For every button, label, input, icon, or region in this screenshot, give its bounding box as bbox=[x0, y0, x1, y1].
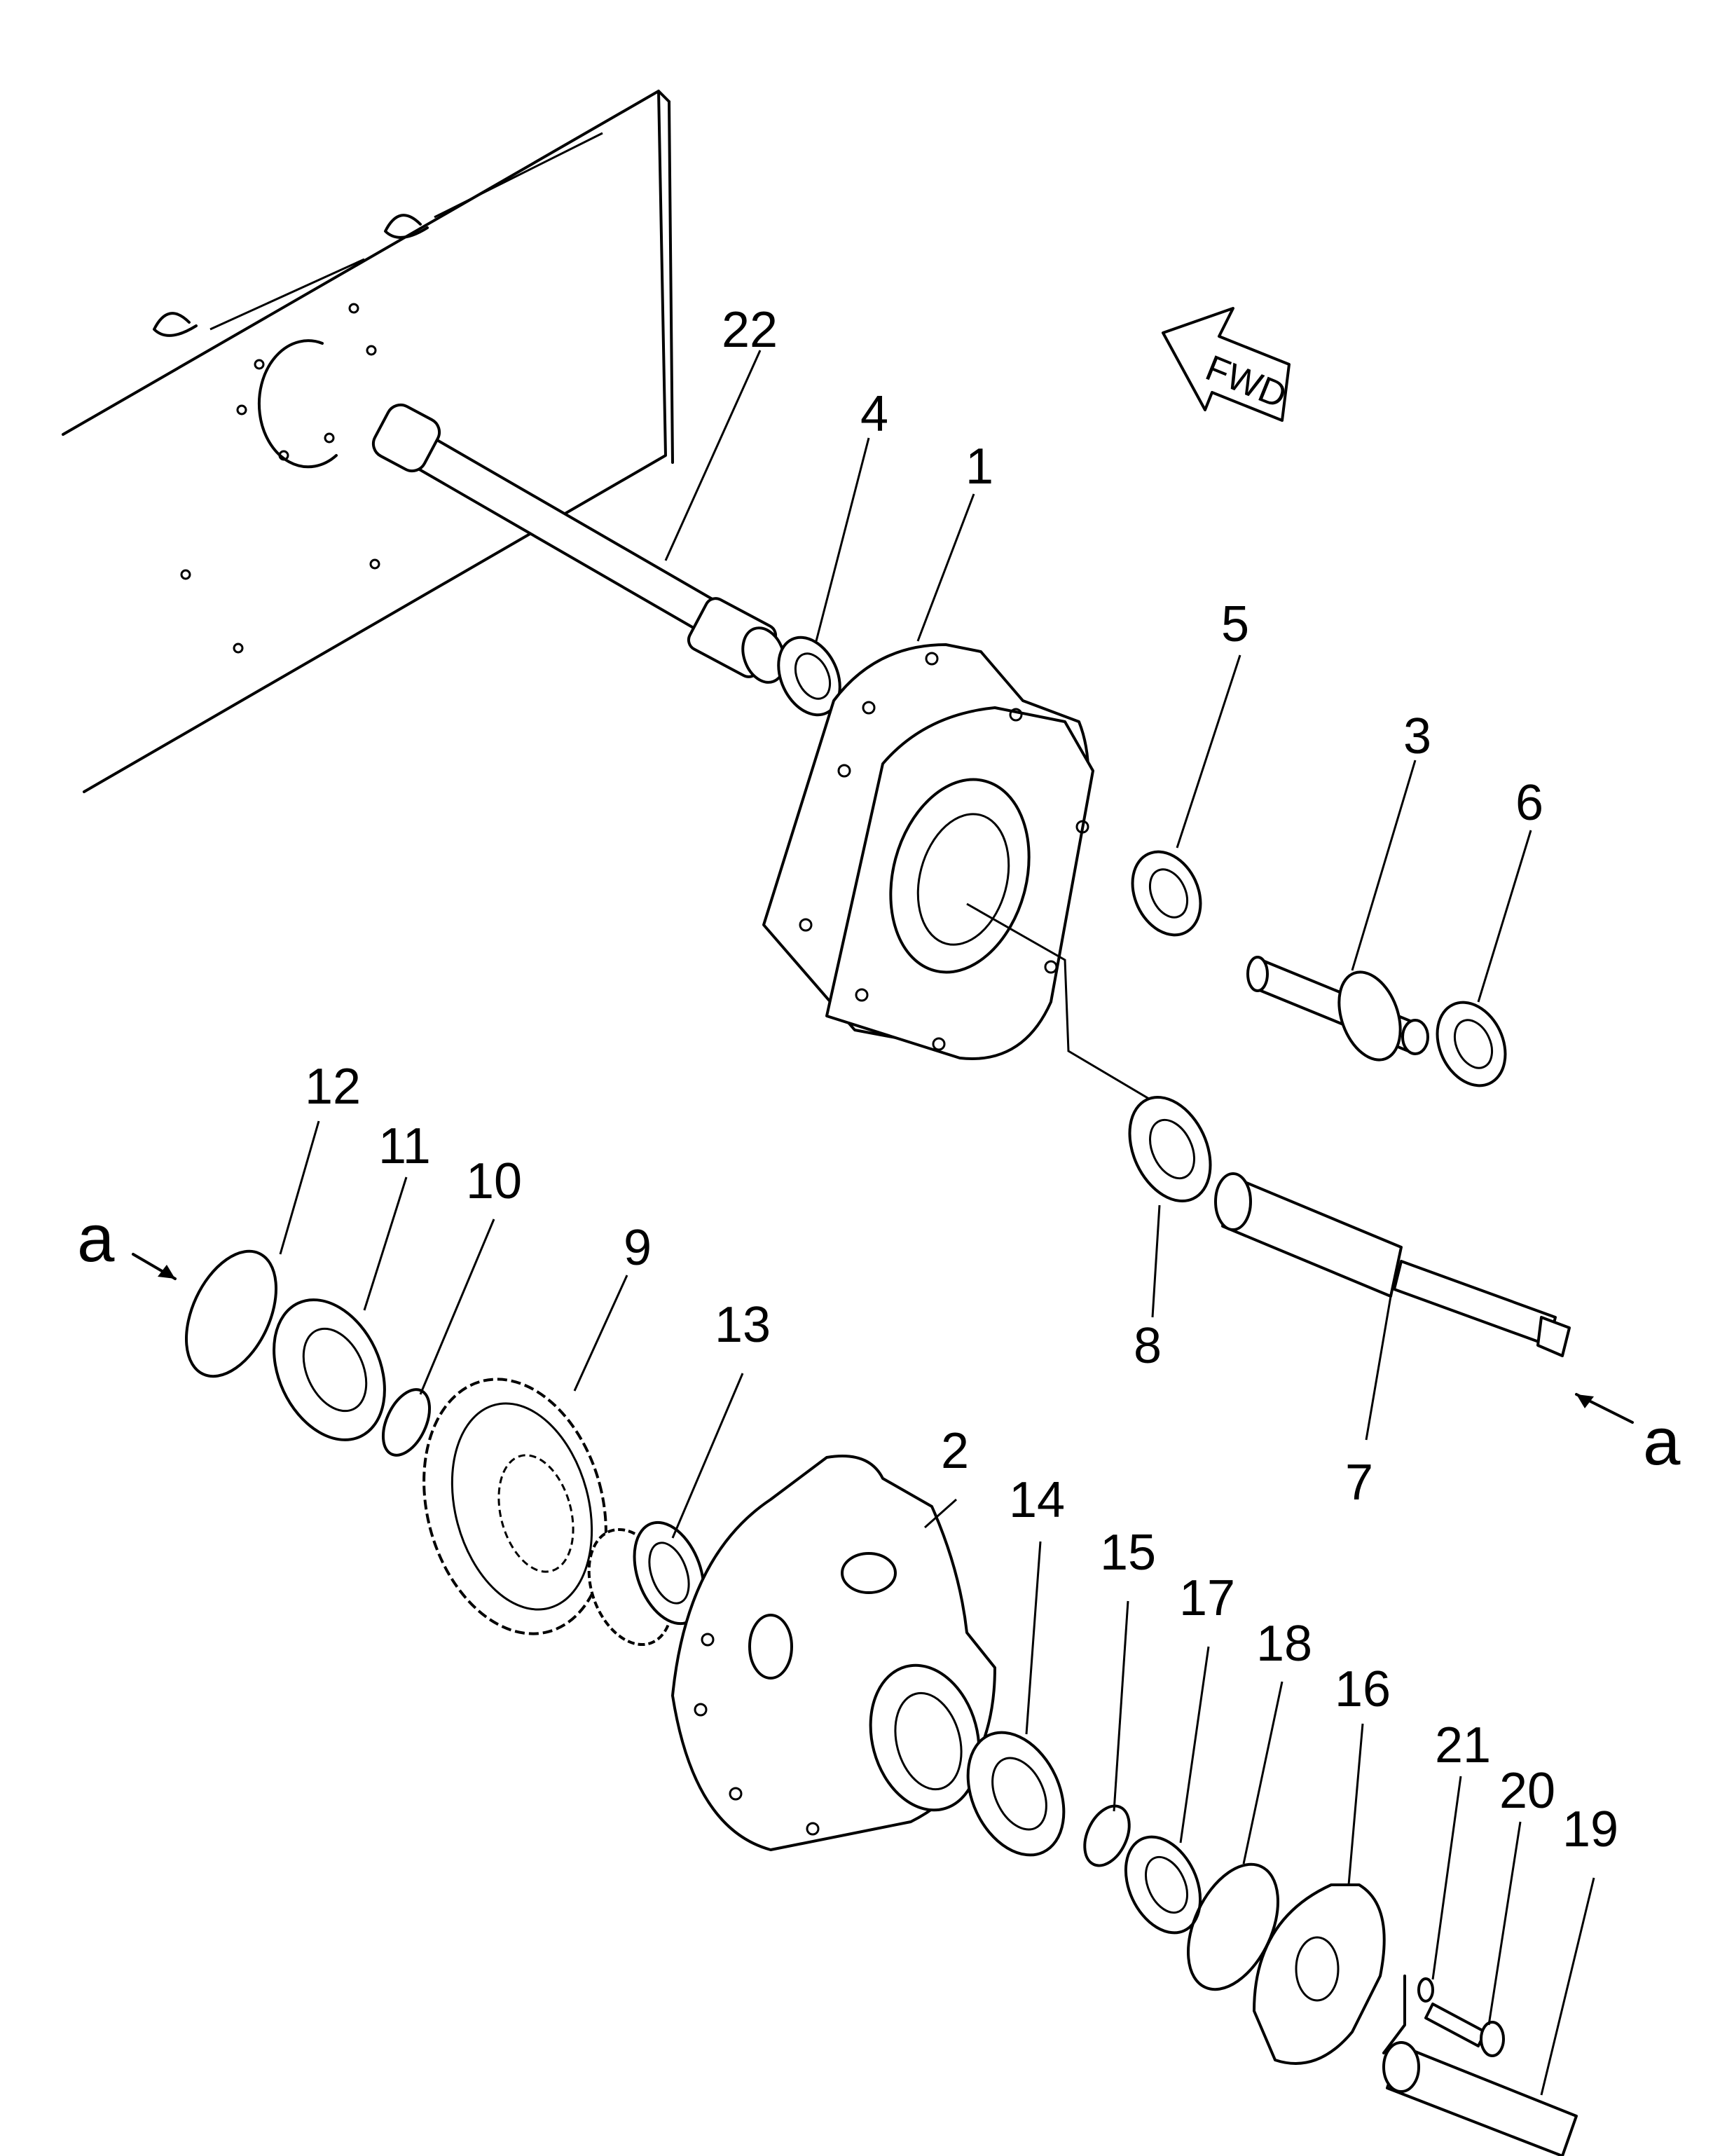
part-1-housing bbox=[762, 643, 1164, 1108]
callout-6: 6 bbox=[1515, 775, 1543, 831]
callout-20: 20 bbox=[1499, 1763, 1555, 1819]
fwd-arrow: FWD bbox=[1162, 307, 1292, 422]
part-7-output-shaft bbox=[1214, 1172, 1571, 1357]
part-15-snap-ring bbox=[1083, 1804, 1131, 1867]
callout-17: 17 bbox=[1179, 1570, 1235, 1626]
callout-21: 21 bbox=[1435, 1717, 1491, 1773]
callout-22: 22 bbox=[722, 302, 778, 358]
callout-8: 8 bbox=[1134, 1318, 1162, 1374]
callout-16: 16 bbox=[1335, 1661, 1391, 1717]
part-9-gear bbox=[422, 1378, 607, 1635]
callout-15: 15 bbox=[1100, 1525, 1156, 1581]
part-2-case bbox=[671, 1455, 996, 1851]
callout-18: 18 bbox=[1256, 1616, 1312, 1672]
callout-5: 5 bbox=[1221, 596, 1249, 652]
callout-13: 13 bbox=[715, 1297, 771, 1353]
part-5-bearing bbox=[1131, 850, 1202, 937]
part-17-seal bbox=[1124, 1835, 1202, 1935]
callout-1: 1 bbox=[965, 439, 993, 495]
callout-10: 10 bbox=[466, 1153, 522, 1209]
section-marker-left: a bbox=[77, 1201, 177, 1280]
part-6-bearing bbox=[1436, 1001, 1507, 1087]
callout-14: 14 bbox=[1009, 1472, 1065, 1528]
part-22-shaft bbox=[371, 403, 786, 684]
part-4-bearing bbox=[777, 636, 841, 717]
part-8-bearing bbox=[1128, 1095, 1212, 1203]
part-21-washer bbox=[1417, 1977, 1434, 2003]
part-14-bearing bbox=[966, 1731, 1066, 1857]
callout-4: 4 bbox=[860, 386, 888, 442]
section-marker-label: a bbox=[77, 1201, 115, 1276]
section-marker-label: a bbox=[1643, 1404, 1681, 1479]
part-20-bolt bbox=[1424, 2003, 1505, 2057]
callout-11: 11 bbox=[378, 1118, 431, 1174]
callout-2: 2 bbox=[941, 1423, 969, 1479]
callout-9: 9 bbox=[624, 1220, 652, 1276]
section-marker-right: a bbox=[1575, 1393, 1681, 1479]
callout-labels: 1 2 3 4 5 6 7 8 9 10 11 12 13 14 15 16 1… bbox=[305, 302, 1618, 1858]
callout-3: 3 bbox=[1403, 708, 1431, 764]
leader-lines bbox=[279, 350, 1595, 2096]
callout-12: 12 bbox=[305, 1059, 361, 1115]
part-16-cover bbox=[1253, 1883, 1386, 2065]
transmission-case bbox=[62, 90, 674, 793]
callout-7: 7 bbox=[1345, 1455, 1373, 1511]
part-11-bearing bbox=[273, 1298, 386, 1441]
part-19-pin bbox=[1382, 1975, 1578, 2156]
part-3-pinion-shaft bbox=[1246, 956, 1429, 1062]
callout-19: 19 bbox=[1562, 1801, 1618, 1858]
part-12-snap-ring bbox=[184, 1249, 278, 1378]
